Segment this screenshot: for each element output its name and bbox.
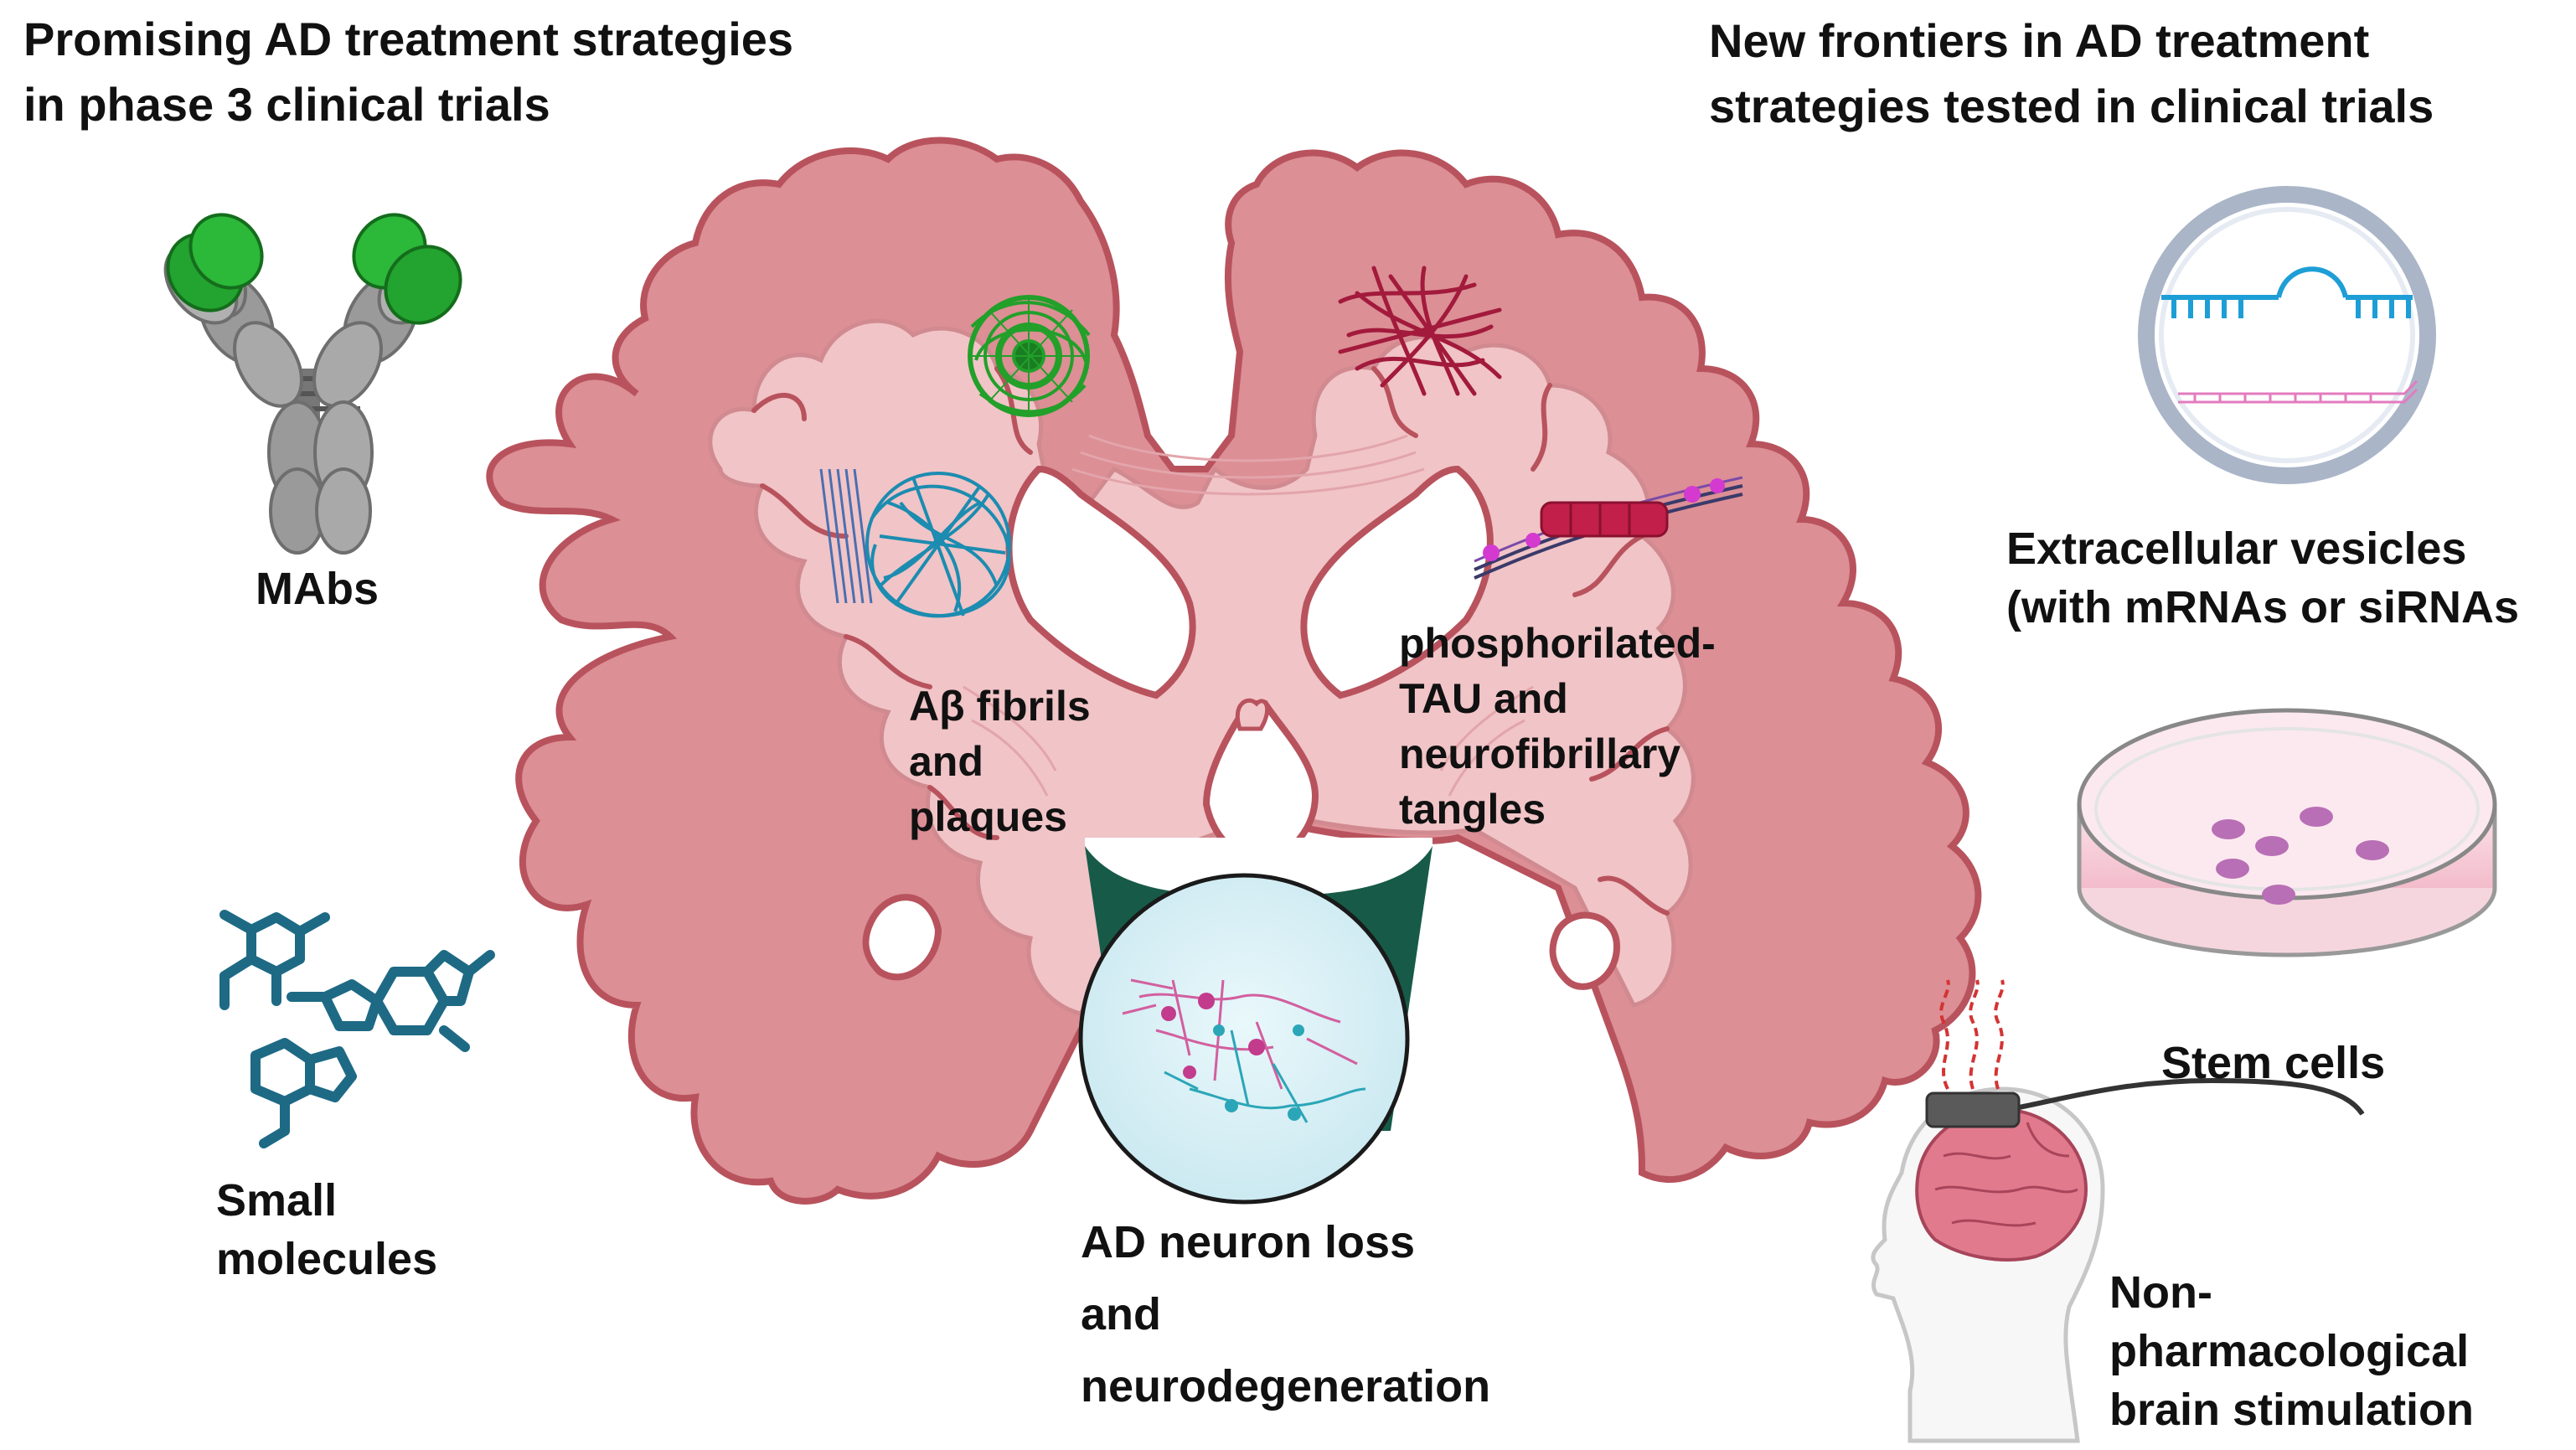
amyloid-fibrils-icon <box>819 468 1011 618</box>
right-heading: New frontiers in AD treatment strategies… <box>1709 14 2434 132</box>
neuron-circle-icon <box>1078 873 1410 1205</box>
amyloid-plaque-icon <box>968 295 1091 417</box>
tau-tangle-icon <box>1338 266 1502 396</box>
small-molecules-label: Small molecules <box>216 1175 438 1284</box>
tau-filament-icon <box>1474 476 1743 580</box>
small-molecule-icon <box>219 910 495 1148</box>
brain-stimulation-label: Non- pharmacological brain stimulation <box>2109 1267 2475 1435</box>
antibody-icon <box>163 213 462 555</box>
mabs-label: MAbs <box>256 564 379 614</box>
left-heading: Promising AD treatment strategies in pha… <box>23 13 794 131</box>
extracellular-vesicle-icon <box>2138 186 2436 484</box>
neuron-loss-label: AD neuron loss and neurodegeneration <box>1081 1217 1491 1411</box>
brain-coronal-section <box>486 137 1982 1205</box>
tau-label: phosphorilated- TAU and neurofibrillary … <box>1399 620 1716 833</box>
abeta-label: Aβ fibrils and plaques <box>909 683 1091 840</box>
extracellular-vesicles-label: Extracellular vesicles (with mRNAs or si… <box>2006 524 2520 632</box>
stem-cells-label: Stem cells <box>2161 1038 2386 1088</box>
brain-stimulation-head-icon <box>1871 979 2365 1443</box>
petri-dish-stem-cells-icon <box>2077 708 2497 957</box>
